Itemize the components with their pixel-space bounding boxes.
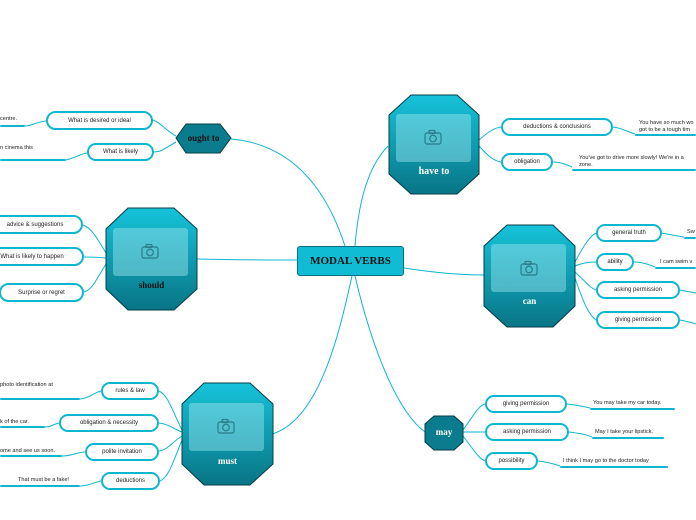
must-underline-0 — [0, 398, 80, 400]
can-underline-1 — [655, 267, 696, 269]
must-item-deductions[interactable]: deductions — [101, 472, 160, 490]
should-item-likely[interactable]: What is likely to happen — [0, 247, 84, 266]
may-example-1: May I take your lipstick. — [595, 429, 654, 435]
hex-can[interactable] — [483, 224, 576, 328]
may-item-possibility[interactable]: possibility — [485, 452, 538, 470]
ought-to-underline-1 — [0, 159, 66, 161]
must-item-obligation[interactable]: obligation & necessity — [59, 414, 159, 432]
should-item-surprise[interactable]: Surprise or regret — [0, 283, 84, 302]
connector-must — [271, 275, 353, 435]
can-underline-0 — [684, 237, 696, 239]
must-example-2: ome and see us soon. — [0, 448, 56, 454]
must-example-1: k of the car. — [0, 419, 29, 425]
have-to-underline-0 — [635, 134, 696, 136]
may-label: may — [435, 427, 453, 437]
may-underline-2 — [560, 466, 668, 468]
have-to-label: have to — [418, 166, 450, 177]
ought-to-underline-0 — [0, 125, 25, 127]
may-item-giving-permission[interactable]: giving permission — [485, 395, 567, 413]
connector-have-to — [354, 145, 389, 247]
main-connectors — [195, 138, 485, 435]
must-label: must — [217, 456, 237, 466]
have-to-item-obligation[interactable]: obligation — [501, 153, 553, 171]
can-item-asking-permission[interactable]: asking permission — [596, 281, 680, 299]
ought-to-example-0: centre. — [0, 116, 18, 122]
ought-to-item-likely[interactable]: What is likely — [87, 143, 154, 161]
connector-may — [354, 275, 426, 433]
have-to-underline-1 — [572, 169, 696, 171]
may-underline-1 — [592, 437, 664, 439]
must-example-0: photo identification at — [0, 382, 53, 388]
should-item-advice[interactable]: advice & suggestions — [0, 215, 83, 234]
central-node-modal-verbs[interactable]: MODAL VERBS — [297, 246, 404, 276]
can-item-giving-permission[interactable]: giving permission — [596, 311, 680, 329]
have-to-example-1: You've got to drive more slowly! We're i… — [579, 155, 684, 168]
camera-icon — [141, 129, 538, 434]
may-underline-0 — [590, 408, 675, 410]
connector-should — [195, 258, 298, 261]
may-example-0: You may take my car today. — [593, 400, 662, 406]
can-label: can — [522, 296, 537, 306]
can-item-ability[interactable]: ability — [596, 253, 634, 271]
must-example-3: That must be a fake! — [18, 477, 69, 483]
may-item-asking-permission[interactable]: asking permission — [485, 423, 569, 441]
hex-may[interactable] — [424, 415, 464, 451]
connector-ought-to — [230, 138, 346, 247]
hex-must[interactable] — [181, 382, 274, 486]
can-example-1: I cam swim v — [660, 259, 693, 265]
must-item-rules[interactable]: rules & law — [101, 382, 159, 400]
may-example-2: I think I may go to the doctor today — [563, 458, 649, 464]
should-label: should — [138, 280, 165, 290]
must-item-invitation[interactable]: polite invitation — [85, 443, 159, 461]
have-to-example-0: You have so much wo got to be a tough ti… — [639, 120, 694, 133]
ought-to-item-desired[interactable]: What is desired or ideal — [46, 111, 153, 130]
sub-connectors — [24, 119, 696, 487]
must-underline-1 — [0, 426, 45, 428]
hex-ought-to[interactable] — [175, 123, 232, 154]
can-item-general-truth[interactable]: general truth — [596, 224, 662, 242]
hex-should[interactable] — [105, 207, 198, 311]
connector-can — [403, 267, 485, 276]
can-example-0: Sw — [687, 229, 695, 235]
must-underline-2 — [0, 455, 62, 457]
ought-to-example-1: n cinema this — [0, 145, 33, 151]
must-underline-3 — [0, 485, 80, 487]
have-to-item-deductions[interactable]: deductions & conclusions — [501, 118, 613, 136]
ought-to-label: ought to — [187, 133, 220, 143]
